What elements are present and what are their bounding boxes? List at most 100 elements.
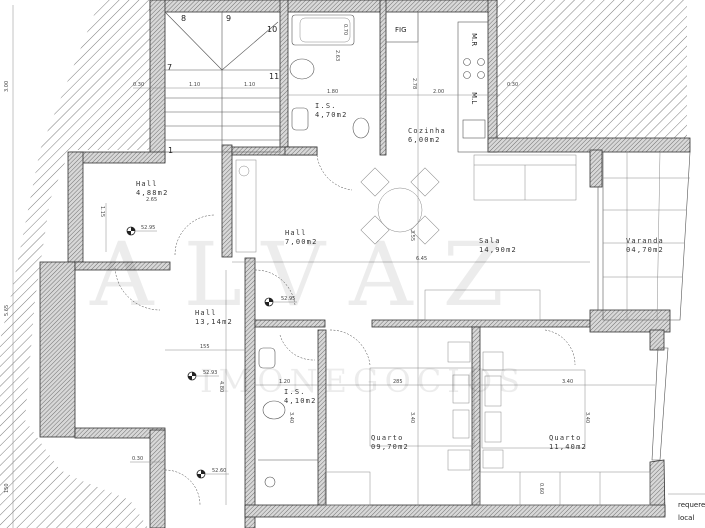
elevation-marker-3: 52.93 xyxy=(187,370,219,381)
meter-icon xyxy=(238,165,250,177)
dim-sala-width: 6.45 xyxy=(416,256,427,262)
dim-hall-big-width: 155 xyxy=(200,344,210,350)
kitchen-sink-icon xyxy=(462,119,486,139)
tv-unit xyxy=(424,289,541,321)
dim-kitchen-depth: 2.78 xyxy=(411,78,417,89)
svg-text:52.93: 52.93 xyxy=(203,370,217,376)
doors[interactable] xyxy=(114,154,576,506)
svg-text:Sala: Sala xyxy=(479,237,501,245)
dim-hall-width: 2.65 xyxy=(146,197,157,203)
svg-text:7,00m2: 7,00m2 xyxy=(285,238,318,246)
svg-text:52.95: 52.95 xyxy=(141,225,155,231)
room-quarto-1: Quarto 09,70m2 xyxy=(371,434,409,451)
dim-lower-wall: 0.30 xyxy=(132,456,143,462)
room-hall-1: Hall 4,88m2 xyxy=(136,180,169,197)
sink-icon-2 xyxy=(258,347,276,369)
dim-q1-depth: 3.40 xyxy=(409,412,415,423)
bed-quarto-2 xyxy=(481,351,586,469)
svg-text:11,40m2: 11,40m2 xyxy=(549,443,587,451)
dim-q2-depth: 3.40 xyxy=(584,412,590,423)
svg-text:4,70m2: 4,70m2 xyxy=(315,111,348,119)
dim-stair-wall: 0.30 xyxy=(133,82,144,88)
svg-text:Quarto: Quarto xyxy=(549,434,582,442)
kitchen-counter xyxy=(457,21,489,153)
svg-text:Varanda: Varanda xyxy=(626,237,664,245)
watermark-subtitle: IMONEGOCIOS xyxy=(200,362,526,400)
stair-step-7: 7 xyxy=(167,63,172,72)
dim-kitchen-width: 2.00 xyxy=(433,89,444,95)
svg-text:52.60: 52.60 xyxy=(212,468,226,474)
dim-sala-depth: 3.55 xyxy=(409,230,415,241)
dim-is2-depth: 3.40 xyxy=(288,412,294,423)
dim-hall-big-depth: 4.80 xyxy=(218,381,224,392)
dim-q2-width: 3.40 xyxy=(562,379,573,385)
dim-hall-depth: 1.15 xyxy=(99,206,105,217)
svg-text:4,10m2: 4,10m2 xyxy=(284,397,317,405)
dim-bath-height: 0.70 xyxy=(342,24,348,35)
dim-wardrobe-depth: 0.60 xyxy=(538,483,544,494)
side-text-requerem: requerem xyxy=(678,501,705,509)
bathtub-icon xyxy=(291,14,355,46)
toilet-icon xyxy=(289,58,315,80)
room-hall-3: Hall 13,14m2 xyxy=(195,309,233,326)
bed-quarto-1 xyxy=(369,341,475,471)
dim-bath-depth: 2.63 xyxy=(334,50,340,61)
varanda-grid xyxy=(597,151,691,321)
hall-cabinet xyxy=(235,159,257,253)
room-is-1: I.S. 4,70m2 xyxy=(315,102,348,119)
svg-text:Hall: Hall xyxy=(285,229,307,237)
exterior-hatch xyxy=(0,0,687,528)
svg-text:Hall: Hall xyxy=(136,180,158,188)
dim-kitchen-wall: 0.30 xyxy=(507,82,518,88)
dim-is2-width: 1.20 xyxy=(279,379,290,385)
dim-left-bottom: 150 xyxy=(4,483,10,493)
shower-icon xyxy=(264,476,276,488)
staircase[interactable] xyxy=(164,11,281,153)
room-varanda: Varanda 04,70m2 xyxy=(626,237,664,254)
toilet-icon-2 xyxy=(262,400,286,420)
svg-text:13,14m2: 13,14m2 xyxy=(195,318,233,326)
microwave-label: M.R xyxy=(470,33,478,46)
room-is-2: I.S. 4,10m2 xyxy=(284,388,317,405)
dishwasher-label: M.L xyxy=(470,92,478,104)
dim-q1-width: 285 xyxy=(393,379,403,385)
stair-step-9: 9 xyxy=(226,14,231,23)
window-quarto-2 xyxy=(651,347,669,461)
svg-text:52.95: 52.95 xyxy=(281,296,295,302)
svg-text:I.S.: I.S. xyxy=(315,102,337,110)
dim-stair-run-a: 1.10 xyxy=(189,82,200,88)
svg-text:14,90m2: 14,90m2 xyxy=(479,246,517,254)
sofa-icon xyxy=(473,154,577,201)
elevation-marker-1: 52.95 xyxy=(126,225,157,236)
stair-step-10: 10 xyxy=(267,25,277,34)
dim-left-mid: 5.65 xyxy=(4,305,10,316)
side-text-local: local xyxy=(678,514,694,522)
dim-stair-run-b: 1.10 xyxy=(244,82,255,88)
svg-text:Hall: Hall xyxy=(195,309,217,317)
sink-icon xyxy=(291,107,309,131)
svg-text:4,88m2: 4,88m2 xyxy=(136,189,169,197)
dim-bath-width: 1.80 xyxy=(327,89,338,95)
watermark-logo: ALVAZ xyxy=(89,223,534,326)
stair-step-1: 1 xyxy=(168,146,173,155)
svg-text:04,70m2: 04,70m2 xyxy=(626,246,664,254)
room-hall-2: Hall 7,00m2 xyxy=(285,229,318,246)
stair-step-8: 8 xyxy=(181,14,186,23)
room-cozinha: Cozinha 6,00m2 xyxy=(408,127,446,144)
stove-icon xyxy=(463,58,485,79)
room-quarto-2: Quarto 11,40m2 xyxy=(549,434,587,451)
dim-left-top: 3.00 xyxy=(4,81,10,92)
fridge-label: FIG xyxy=(395,26,407,34)
dimension-lines xyxy=(12,5,655,528)
svg-text:6,00m2: 6,00m2 xyxy=(408,136,441,144)
svg-text:Cozinha: Cozinha xyxy=(408,127,446,135)
svg-text:Quarto: Quarto xyxy=(371,434,404,442)
elevation-marker-4: 52.60 xyxy=(196,468,229,479)
stair-step-11: 11 xyxy=(269,72,279,81)
svg-text:09,70m2: 09,70m2 xyxy=(371,443,409,451)
svg-text:I.S.: I.S. xyxy=(284,388,306,396)
walls xyxy=(39,0,691,528)
wardrobes xyxy=(324,471,651,506)
room-sala: Sala 14,90m2 xyxy=(479,237,517,254)
